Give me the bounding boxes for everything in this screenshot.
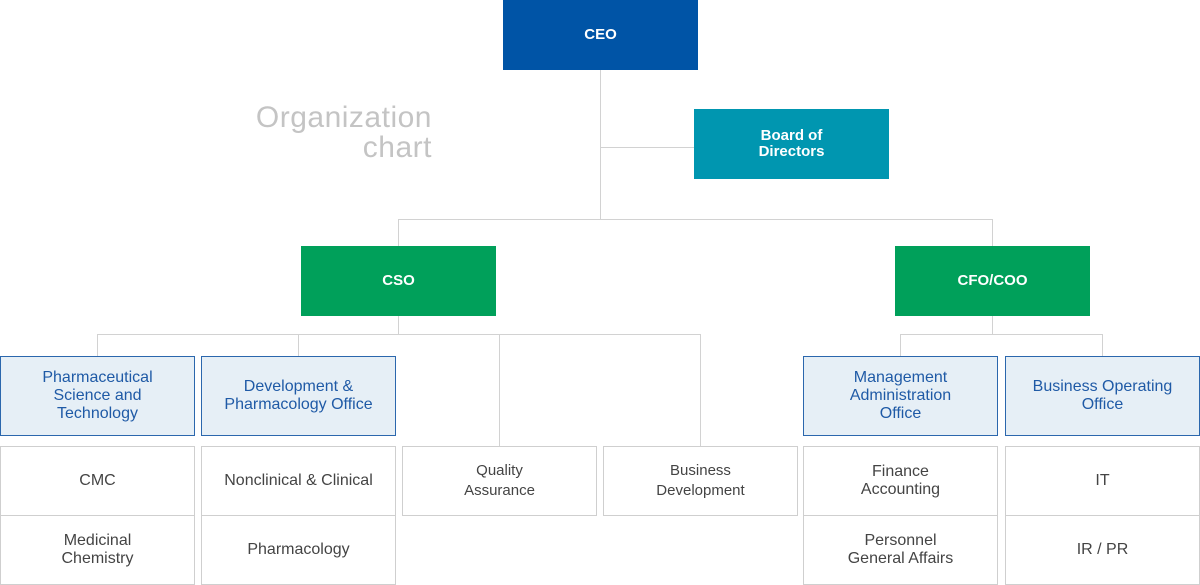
- team-nonclinical: Nonclinical & Clinical: [201, 446, 396, 516]
- connector-biz-dev: [700, 334, 701, 446]
- team-it: IT: [1005, 446, 1200, 516]
- connector-cso-stem: [398, 316, 399, 334]
- chart-title: Organization chart: [255, 101, 432, 164]
- team-finance: Finance Accounting: [803, 446, 998, 516]
- team-pharmacology: Pharmacology: [201, 515, 396, 585]
- connector-cfo-stem: [992, 316, 993, 334]
- connector-pharm-sci: [97, 334, 98, 356]
- connector-biz-ops: [1102, 334, 1103, 356]
- office-mgmt-admin: Management Administration Office: [803, 356, 998, 436]
- connector-cfo-branch: [900, 334, 1103, 335]
- board-box: Board of Directors: [694, 109, 889, 179]
- connector-cso-branch: [97, 334, 701, 335]
- connector-qa: [499, 334, 500, 446]
- team-ir-pr: IR / PR: [1005, 515, 1200, 585]
- ceo-box: CEO: [503, 0, 698, 70]
- connector-cfo-drop: [992, 219, 993, 246]
- team-cmc: CMC: [0, 446, 195, 516]
- office-biz-ops: Business Operating Office: [1005, 356, 1200, 436]
- connector-mgmt-admin: [900, 334, 901, 356]
- connector-officers: [398, 219, 993, 220]
- team-personnel: Personnel General Affairs: [803, 515, 998, 585]
- connector-board: [600, 147, 694, 148]
- office-pharm-sci: Pharmaceutical Science and Technology: [0, 356, 195, 436]
- cfo-coo-box: CFO/COO: [895, 246, 1090, 316]
- office-dev-pharm: Development & Pharmacology Office: [201, 356, 396, 436]
- team-qa: Quality Assurance: [402, 446, 597, 516]
- team-biz-dev: Business Development: [603, 446, 798, 516]
- cso-box: CSO: [301, 246, 496, 316]
- connector-cso-drop: [398, 219, 399, 246]
- connector-dev-pharm: [298, 334, 299, 356]
- team-med-chem: Medicinal Chemistry: [0, 515, 195, 585]
- connector-ceo-trunk: [600, 70, 601, 219]
